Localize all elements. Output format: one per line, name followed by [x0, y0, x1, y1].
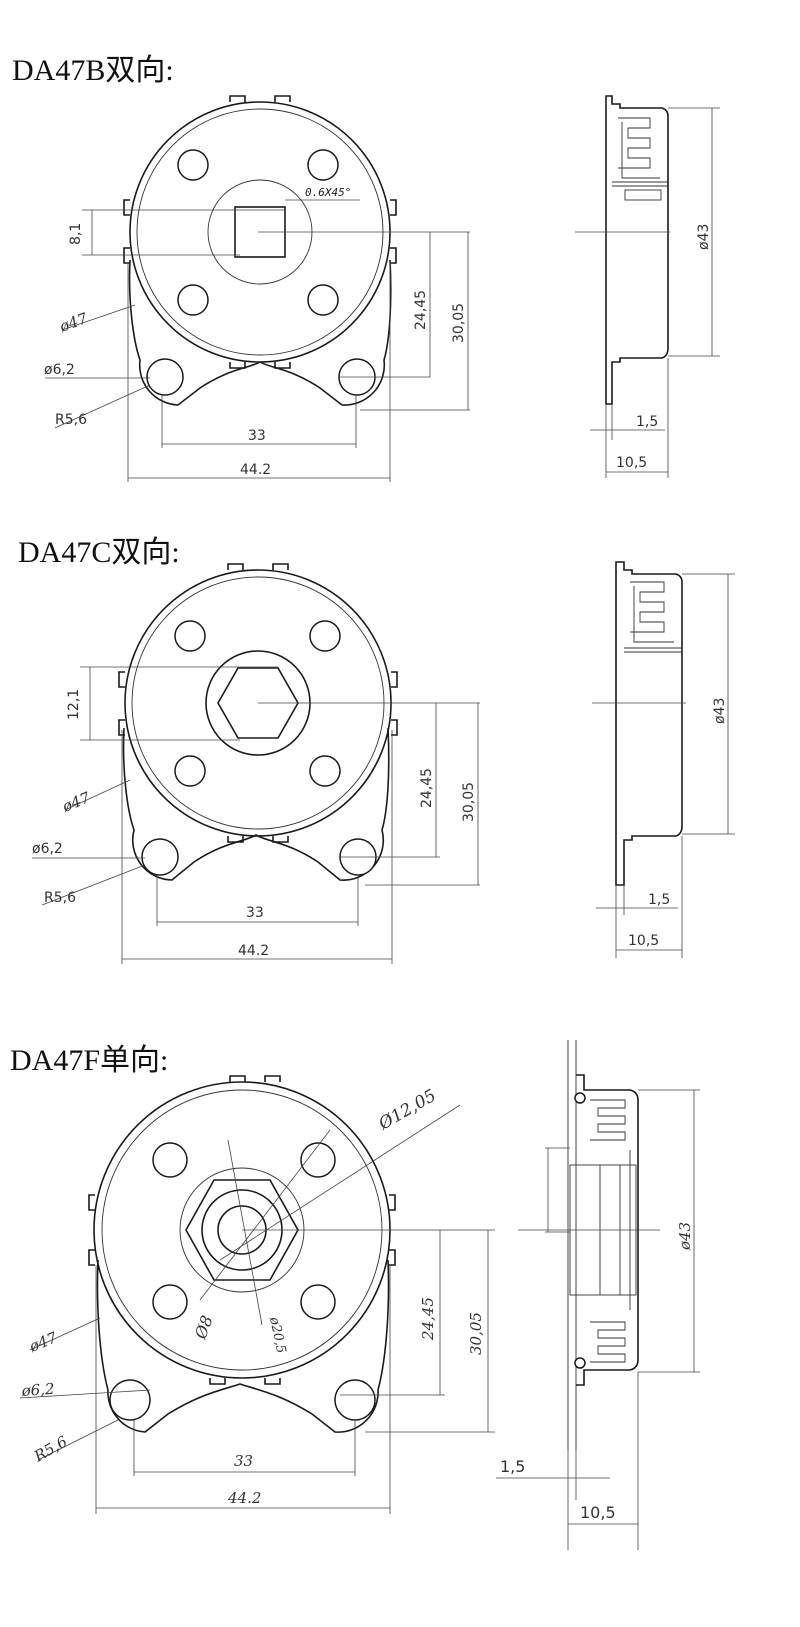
ring-notches — [118, 563, 398, 843]
outer-diameter-label: ø47 — [59, 788, 93, 816]
hole-spacing-label: 33 — [246, 905, 264, 921]
width-label: 44.2 — [227, 1489, 261, 1507]
offset-30-label: 30,05 — [461, 782, 477, 822]
side-profile — [615, 561, 683, 886]
depth-label: 10,5 — [628, 933, 659, 949]
bolt-hole — [307, 149, 339, 181]
radius-label: R5,6 — [30, 1432, 71, 1466]
bolt-hole — [309, 620, 341, 652]
depth-label: 10,5 — [580, 1503, 616, 1522]
hole-diameter-label: ø6,2 — [20, 1380, 55, 1400]
mounting-base-outline — [96, 1259, 390, 1433]
radius-label: R5,6 — [55, 412, 87, 428]
bolt-hole — [300, 1142, 336, 1178]
shaft-size-label: 8,1 — [68, 223, 84, 245]
dimensions: Ø12,05 Ø8 ø20,5 ø47 ø6,2 R5,6 24,45 30,0… — [19, 1086, 489, 1514]
side-view: ø43 1,5 10,5 — [592, 561, 735, 958]
section-title: DA47C双向: — [18, 536, 180, 569]
flange-label: 1,5 — [500, 1457, 525, 1476]
bolt-hole — [300, 1284, 336, 1320]
shaft-size-label: 12,1 — [66, 689, 82, 720]
bolt-hole — [152, 1284, 188, 1320]
offset-24-label: 24,45 — [413, 290, 429, 330]
flange-label: 1,5 — [648, 892, 670, 908]
section-da47f: DA47F单向: — [10, 1040, 700, 1550]
front-view — [82, 95, 470, 411]
ring-notches — [88, 1075, 396, 1385]
section-da47c: DA47C双向: — [18, 536, 735, 964]
side-diameter-label: ø43 — [696, 224, 712, 250]
width-label: 44.2 — [240, 462, 271, 478]
side-profile — [605, 95, 669, 405]
bolt-hole — [307, 284, 339, 316]
mount-hole-left — [141, 838, 179, 876]
mount-hole-right — [334, 1379, 376, 1421]
mount-hole-left — [109, 1379, 151, 1421]
mount-hole-left — [146, 358, 184, 396]
side-view: ø43 1,5 10,5 — [496, 1040, 700, 1550]
section-title: DA47F单向: — [10, 1044, 168, 1077]
internal-spring — [612, 117, 668, 201]
offset-30-label: 30,05 — [451, 303, 467, 343]
bolt-hole — [177, 284, 209, 316]
side-view: ø43 1,5 10,5 — [575, 95, 720, 478]
side-diameter-label: ø43 — [676, 1222, 694, 1251]
chamfer-label: 0.6X45° — [305, 186, 351, 199]
internal-spring — [569, 1099, 637, 1363]
dimensions: 12,1 ø47 ø6,2 R5,6 24,45 30,05 33 44.2 — [32, 667, 479, 964]
outer-diameter-label: ø47 — [26, 1328, 60, 1356]
mounting-base-outline — [122, 727, 390, 881]
bolt-hole — [309, 755, 341, 787]
bolt-hole — [174, 620, 206, 652]
width-label: 44.2 — [238, 943, 269, 959]
rivet — [574, 1357, 586, 1369]
radius-label: R5,6 — [44, 890, 76, 906]
depth-label: 10,5 — [616, 455, 647, 471]
hole-diameter-label: ø6,2 — [44, 362, 75, 378]
section-da47b: DA47B双向: — [12, 54, 720, 482]
front-view — [88, 1075, 495, 1433]
offset-24-label: 24,45 — [419, 1297, 437, 1341]
side-diameter-label: ø43 — [712, 698, 728, 724]
front-view — [80, 563, 480, 886]
outer-diameter-label: ø47 — [56, 309, 90, 336]
section-title: DA47B双向: — [12, 54, 174, 87]
bolt-hole — [174, 755, 206, 787]
bolt-hole — [152, 1142, 188, 1178]
internal-spring — [624, 581, 682, 653]
dimensions: 0.6X45° 8,1 ø47 ø6,2 R5,6 24,45 30,05 33… — [44, 186, 469, 482]
rivet — [574, 1092, 586, 1104]
inner-diameter-label: ø20,5 — [266, 1315, 289, 1355]
hole-diameter-label: ø6,2 — [32, 841, 63, 857]
hex-size-label: Ø12,05 — [375, 1086, 440, 1135]
flange-label: 1,5 — [636, 414, 658, 430]
bolt-hole — [177, 149, 209, 181]
bore-label: Ø8 — [191, 1313, 217, 1342]
offset-30-label: 30,05 — [467, 1312, 485, 1355]
ring-notches — [123, 95, 397, 369]
hole-spacing-label: 33 — [234, 1452, 253, 1470]
hole-spacing-label: 33 — [248, 428, 266, 444]
offset-24-label: 24,45 — [419, 768, 435, 808]
